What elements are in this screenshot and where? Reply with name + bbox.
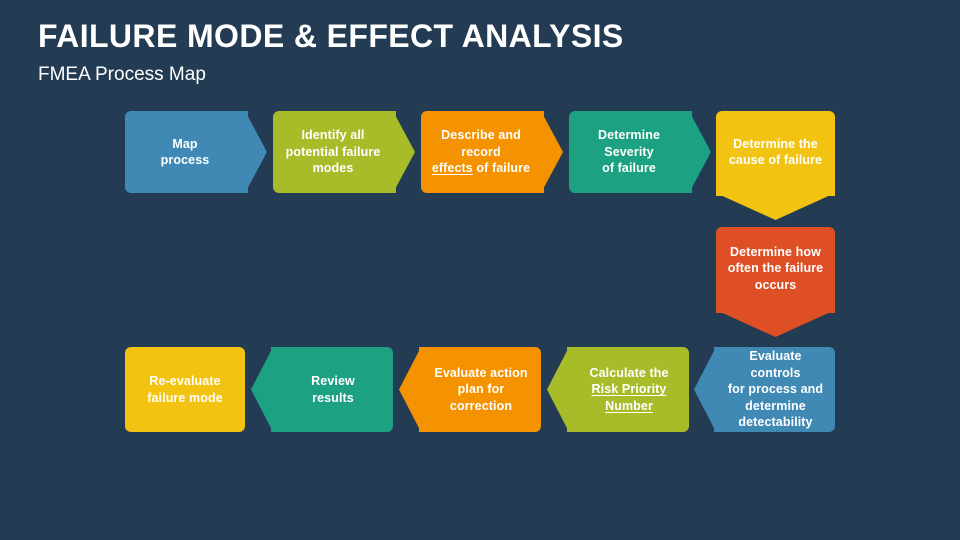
arrow-right-icon — [393, 111, 415, 193]
arrow-left-icon — [251, 347, 273, 432]
arrow-right-icon — [541, 111, 563, 193]
arrow-down-icon — [716, 310, 835, 337]
slide-header: FAILURE MODE & EFFECT ANALYSIS FMEA Proc… — [38, 16, 818, 88]
arrow-right-icon — [689, 111, 711, 193]
arrow-down-icon — [716, 193, 835, 220]
arrow-left-icon — [547, 347, 569, 432]
arrow-left-icon — [399, 347, 421, 432]
page-title: FAILURE MODE & EFFECT ANALYSIS — [38, 18, 624, 54]
arrow-left-icon — [694, 347, 716, 432]
arrow-right-icon — [245, 111, 267, 193]
page-subtitle: FMEA Process Map — [38, 64, 206, 85]
